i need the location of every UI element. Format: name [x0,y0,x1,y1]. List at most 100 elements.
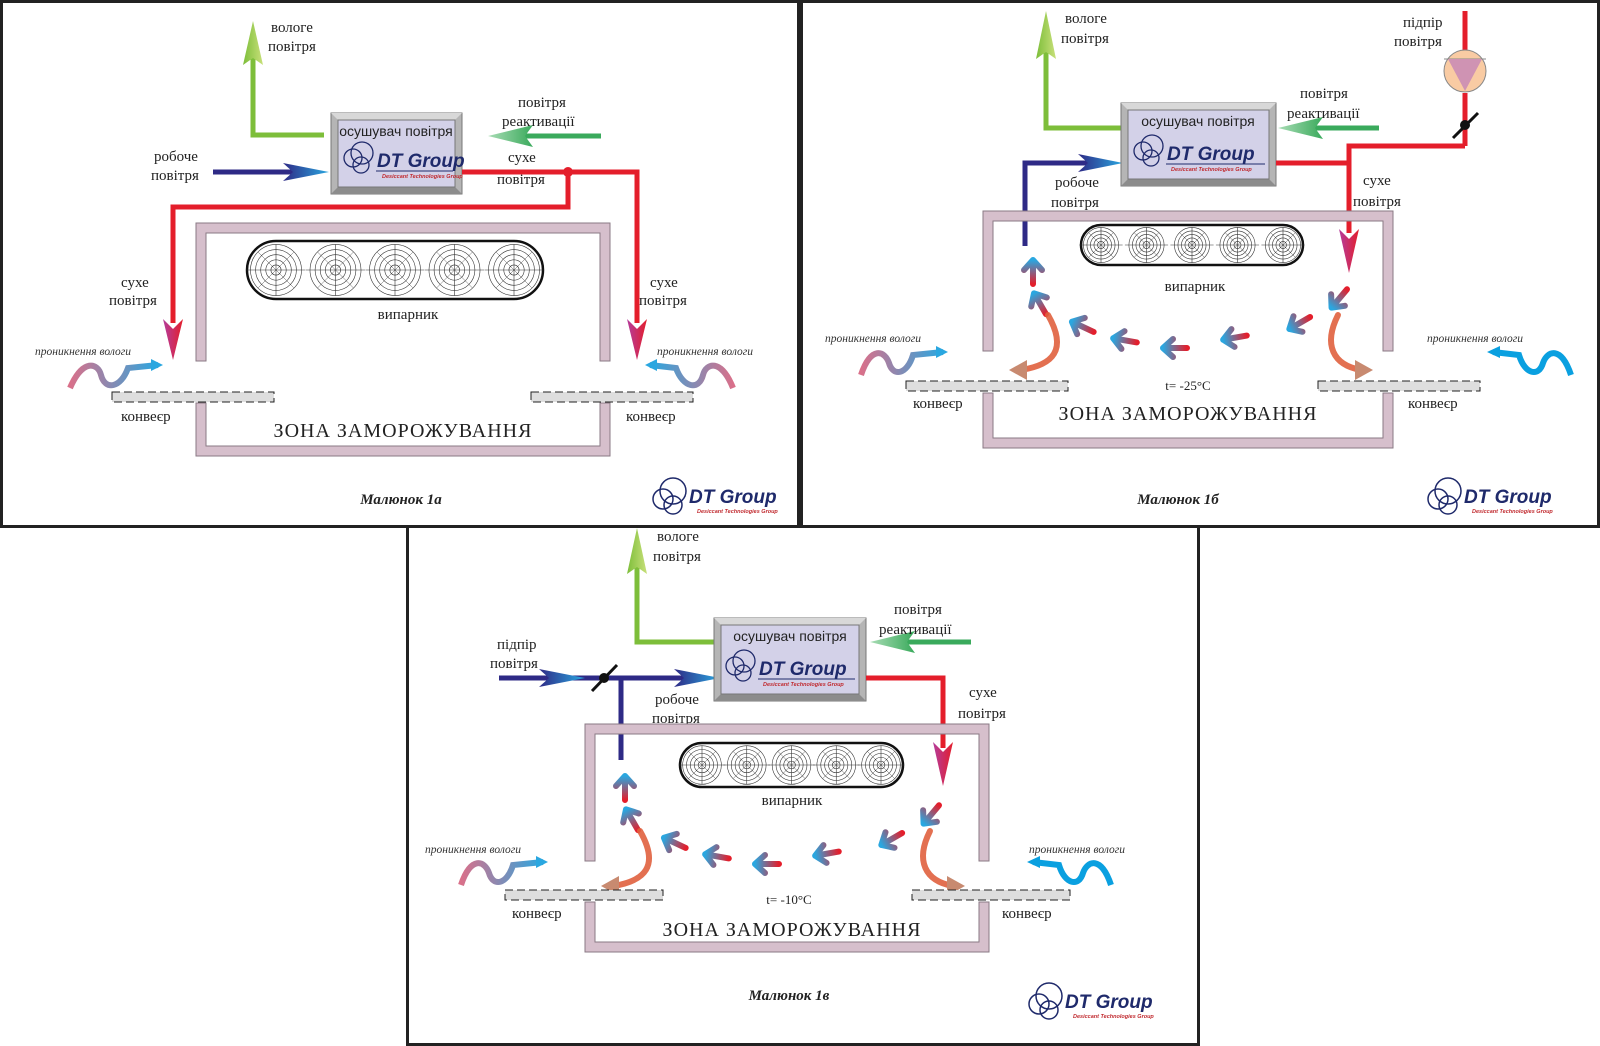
panel-figure-1b: вологе повітря повітря реактивації підпі… [800,0,1600,528]
evaporator [678,741,905,789]
airflow-arrow-icon [1286,313,1314,335]
freezing-zone-label: ЗОНА ЗАМОРОЖУВАННЯ [274,420,533,442]
moisture-ingress-label-right: проникнення вологи [1029,844,1125,856]
fan-grille-icon [1124,227,1169,263]
airflow-arrow-icon [1110,328,1140,352]
conveyor-left [111,391,275,403]
wet-air-label-1: вологе [657,529,699,545]
airflow-arrow-icon [752,852,782,876]
fan-grille-icon [484,244,544,296]
temperature-readout: t= -10°C [766,892,811,907]
airflow-arrow-icon [1220,326,1250,350]
reactivation-label-2: реактивації [879,622,952,638]
panel-figure-1c: вологе повітря повітря реактивації підпі… [406,525,1200,1046]
dt-group-logo: DT Group Desiccant Technologies Group [343,141,465,180]
wet-air-label-1: вологе [1065,11,1107,27]
moisture-ingress-label-right: проникнення вологи [657,346,753,358]
dt-group-logo-corner: DT Group Desiccant Technologies Group [1427,477,1553,515]
airflow-curve-arrow-icon [1328,312,1373,380]
evaporator [245,239,545,301]
logo-name: DT Group [377,151,465,172]
process-air-label-2: повітря [1051,195,1099,211]
moisture-wave-right [1492,349,1574,377]
dehumidifier-label: осушувач повітря [733,628,847,644]
logo-name: DT Group [1167,144,1255,165]
dry-air-label-top-2: повітря [497,172,545,188]
evaporator [1079,223,1305,267]
wet-air-label-2: повітря [268,39,316,55]
logo-name: DT Group [1464,487,1552,508]
fan-grille-icon [678,745,726,785]
dry-air-label-2: повітря [1353,194,1401,210]
process-air-label-1: робоче [655,692,699,708]
fan-grille-icon [365,244,425,296]
logo-subtitle: Desiccant Technologies Group [763,682,844,688]
moisture-ingress-label-left: проникнення вологи [35,346,131,358]
freezing-zone-enclosure [584,723,990,953]
makeup-air-label-2: повітря [490,656,538,672]
airflow-curve-arrow-icon [1009,312,1061,380]
reactivation-air-arrow [488,125,601,147]
airflow-arrows [1009,257,1373,380]
dry-air-label-right-2: повітря [639,293,687,309]
fan-icon [1443,49,1487,93]
dry-air-line [163,167,647,360]
dry-air-label-left-1: сухе [121,275,149,291]
dry-air-label-2: повітря [958,706,1006,722]
fan-grille-icon [246,244,306,296]
process-air-label-2: повітря [151,168,199,184]
dry-air-label-1: сухе [969,685,997,701]
makeup-air-line [1346,11,1468,233]
conveyor-label-left: конвеєр [913,396,963,412]
dehumidifier-unit: осушувач повітря DT Group Desiccant Tech… [1120,102,1277,187]
fan-grille-icon [723,745,771,785]
reactivation-air-arrow [870,631,971,653]
dt-group-logo: DT Group Desiccant Technologies Group [725,649,855,688]
process-air-arrow [213,163,329,181]
evaporator-label: випарник [762,793,823,809]
airflow-arrow-icon [812,842,842,866]
freezing-zone-label: ЗОНА ЗАМОРОЖУВАННЯ [663,919,922,941]
dry-air-label-top-1: сухе [508,150,536,166]
airflow-arrow-icon [1021,257,1045,287]
dt-group-logo-corner: DT Group Desiccant Technologies Group [1028,982,1154,1020]
wet-air-label-2: повітря [653,549,701,565]
airflow-arrow-icon [920,802,942,827]
freezing-zone-enclosure [982,210,1394,449]
reactivation-label-2: реактивації [502,114,575,130]
airflow-arrow-icon [1028,290,1050,318]
logo-subtitle: Desiccant Technologies Group [697,509,778,515]
dry-air-label-left-2: повітря [109,293,157,309]
figure-caption: Малюнок 1а [359,492,442,508]
dry-air-label-1: сухе [1363,173,1391,189]
dehumidifier-label: осушувач повітря [339,123,453,139]
fan-grille-icon [1215,227,1260,263]
conveyor-right [530,391,694,403]
conveyor-left [504,889,664,901]
figure-caption: Малюнок 1в [748,988,830,1004]
moisture-ingress-label-left: проникнення вологи [825,333,921,345]
figure-caption: Малюнок 1б [1136,492,1219,508]
logo-name: DT Group [689,487,777,508]
evaporator-label: випарник [378,307,439,323]
diagram-1a: вологе повітря повітря реактивації робоч… [35,20,778,515]
moisture-ingress-label-left: проникнення вологи [425,844,521,856]
moisture-wave-right [649,362,736,390]
conveyor-label-left: конвеєр [512,906,562,922]
process-air-label-1: робоче [1055,175,1099,191]
dehumidifier-unit: осушувач повітря DT Group Desiccant Tech… [330,112,465,195]
evaporator-label: випарник [1165,279,1226,295]
airflow-arrow-icon [878,829,906,851]
airflow-arrow-icon [660,830,689,854]
moisture-wave-left [67,362,159,390]
fan-grille-icon [1079,227,1123,263]
freezing-zone-label: ЗОНА ЗАМОРОЖУВАННЯ [1059,403,1318,425]
airflow-arrow-icon [620,806,642,834]
conveyor-label-right: конвеєр [1408,396,1458,412]
airflow-arrow-icon [1328,286,1350,311]
dehumidifier-unit: осушувач повітря DT Group Desiccant Tech… [713,617,867,702]
dt-group-logo-corner: DT Group Desiccant Technologies Group [652,477,778,515]
fan-grille-icon [1170,227,1214,263]
makeup-air-label-2: повітря [1394,34,1442,50]
logo-name: DT Group [759,659,847,680]
